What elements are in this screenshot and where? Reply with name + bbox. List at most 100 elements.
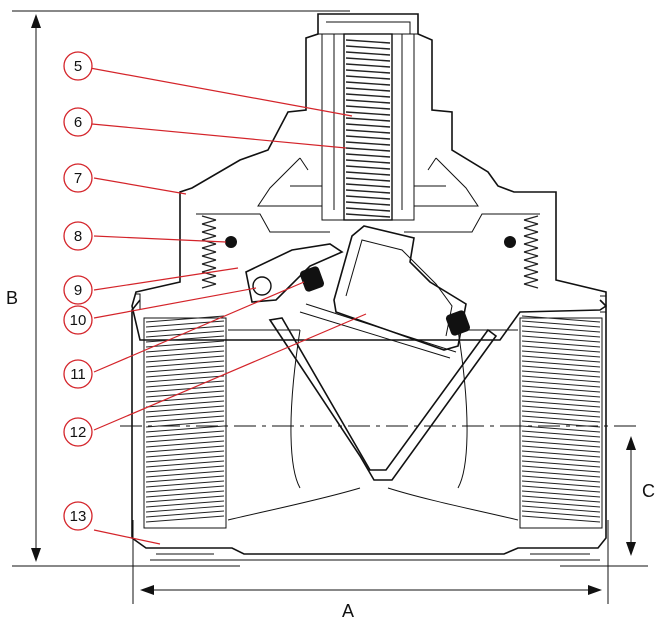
thread-line xyxy=(521,410,601,418)
clapper-inner xyxy=(345,239,453,337)
dimension-c-arrow-bottom xyxy=(626,542,636,556)
cover-thread-tooth xyxy=(523,271,539,277)
thread-line xyxy=(145,480,225,488)
cover-thread-tooth xyxy=(523,247,539,253)
callout-13: 13 xyxy=(63,501,93,531)
dimension-lines: B A C xyxy=(6,10,655,621)
thread-line xyxy=(521,510,601,518)
thread-line xyxy=(521,465,601,473)
cover-thread-tooth xyxy=(523,275,539,281)
spring-coil xyxy=(345,201,391,206)
thread-line xyxy=(145,460,225,468)
cover-thread-tooth xyxy=(201,235,217,241)
thread-line xyxy=(521,425,601,433)
dimension-label-b: B xyxy=(6,288,18,308)
thread-line xyxy=(521,335,601,343)
cover-thread-tooth xyxy=(523,259,539,265)
spring-coil xyxy=(345,111,391,116)
cover-thread-tooth xyxy=(201,251,217,257)
thread-line xyxy=(145,495,225,503)
callout-5: 5 xyxy=(63,51,93,81)
spring-coil xyxy=(345,171,391,176)
thread-line xyxy=(145,485,225,493)
dimension-b-arrow-bottom xyxy=(31,548,41,562)
o-ring-left xyxy=(225,236,237,248)
spring-coil xyxy=(345,87,391,92)
callout-9-label: 9 xyxy=(74,282,82,299)
thread-line xyxy=(145,405,225,413)
callout-12-circle xyxy=(63,417,93,447)
thread-line xyxy=(521,435,601,443)
callout-8-label: 8 xyxy=(74,228,82,245)
upper-ledge xyxy=(196,213,540,233)
thread-line xyxy=(145,415,225,423)
thread-line xyxy=(521,315,601,323)
callout-10-label: 10 xyxy=(70,312,87,329)
spring-coil xyxy=(345,81,391,86)
cover-thread-tooth xyxy=(201,227,217,233)
thread-line xyxy=(521,390,601,398)
thread-line xyxy=(145,470,225,478)
dimension-label-a: A xyxy=(342,601,354,621)
partition-wall xyxy=(268,317,498,481)
callout-5-circle xyxy=(63,51,93,81)
cover-thread-tooth xyxy=(201,231,217,237)
spring-coil xyxy=(345,207,391,212)
cover-thread-right xyxy=(523,215,539,289)
bore-curve-right xyxy=(457,329,468,489)
callout-8: 8 xyxy=(63,221,93,251)
spring-coil xyxy=(345,39,391,44)
cover-thread-tooth xyxy=(523,251,539,257)
thread-line xyxy=(521,370,601,378)
cover-thread-tooth xyxy=(201,263,217,269)
spring-coil xyxy=(345,117,391,122)
thread-line xyxy=(145,435,225,443)
spring-coil xyxy=(345,141,391,146)
callout-7-label: 7 xyxy=(74,170,82,187)
leader-8 xyxy=(93,235,227,243)
thread-line xyxy=(145,440,225,448)
thread-line xyxy=(521,430,601,438)
dimension-a-arrow-right xyxy=(588,585,602,595)
cover-thread-tooth xyxy=(523,243,539,249)
clapper-disc xyxy=(333,225,467,351)
thread-line xyxy=(145,505,225,513)
seal-right xyxy=(445,310,471,336)
thread-line xyxy=(521,490,601,498)
spring-coil xyxy=(345,69,391,74)
cover-thread-tooth xyxy=(201,215,217,221)
thread-line xyxy=(145,450,225,458)
leader-5 xyxy=(89,67,353,117)
thread-line xyxy=(521,365,601,373)
thread-line xyxy=(145,455,225,463)
thread-line xyxy=(521,345,601,353)
leader-lines xyxy=(89,67,367,545)
callout-7-circle xyxy=(63,163,93,193)
spring-coil xyxy=(345,177,391,182)
thread-line xyxy=(521,395,601,403)
leader-6 xyxy=(91,123,347,149)
cover-thread-tooth xyxy=(523,215,539,221)
thread-line xyxy=(145,515,225,523)
spring-coil xyxy=(345,99,391,104)
cover-thread-left xyxy=(201,215,217,289)
thread-line xyxy=(145,465,225,473)
spring-coil xyxy=(345,153,391,158)
thread-line xyxy=(145,380,225,388)
spring-coil xyxy=(345,165,391,170)
callout-7: 7 xyxy=(63,163,93,193)
thread-line xyxy=(521,445,601,453)
callouts: 5 6 7 8 9 10 11 12 xyxy=(63,51,93,531)
bore-curve-left xyxy=(290,329,301,489)
dimension-b-arrow-top xyxy=(31,14,41,28)
thread-line xyxy=(145,345,225,353)
hinge-arm xyxy=(245,243,344,303)
thread-line xyxy=(521,470,601,478)
spring-coil xyxy=(345,129,391,134)
outlet-bore xyxy=(387,329,521,521)
cover-thread-tooth xyxy=(523,255,539,261)
callout-6-label: 6 xyxy=(74,114,82,131)
shoulder-left xyxy=(257,157,322,207)
cover-thread-tooth xyxy=(201,243,217,249)
thread-line xyxy=(521,415,601,423)
